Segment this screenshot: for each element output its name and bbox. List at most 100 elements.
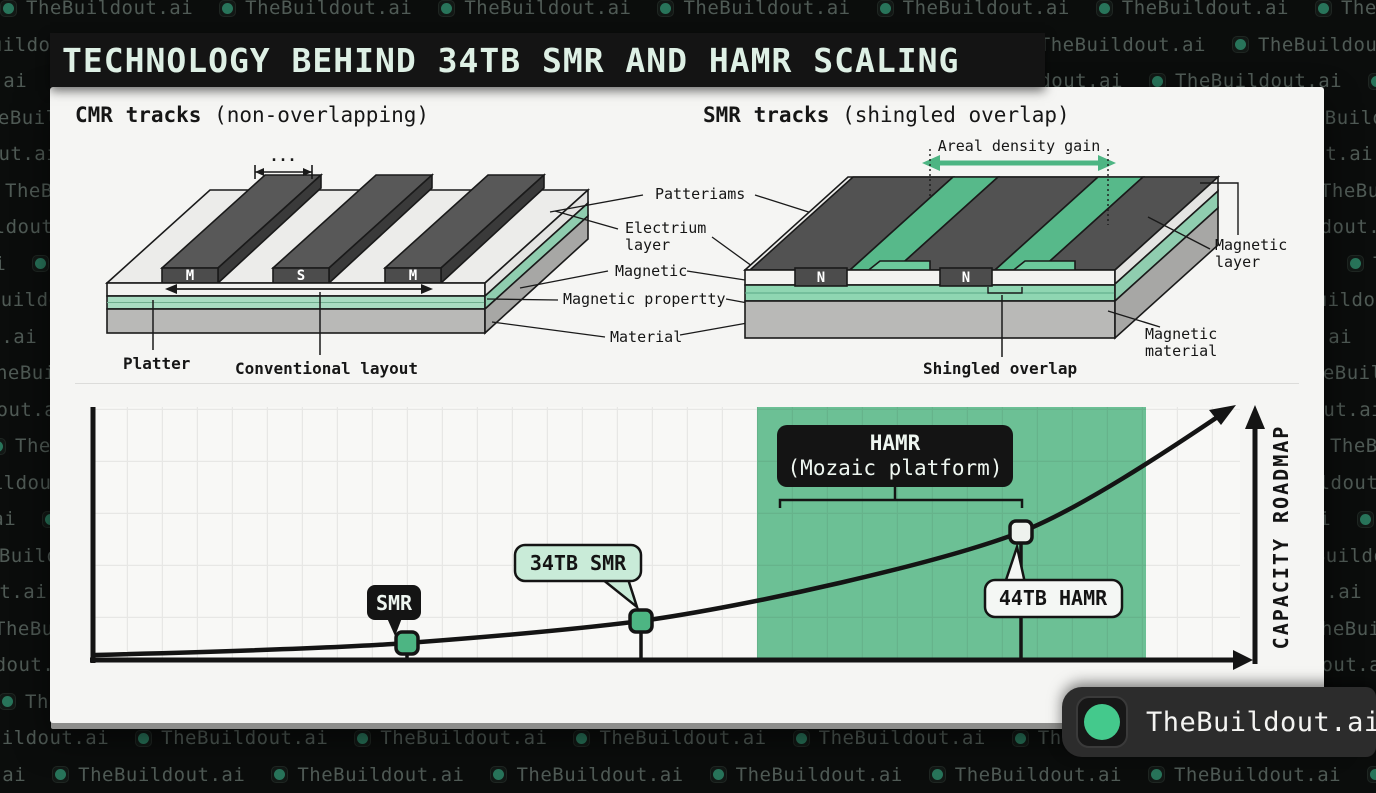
- watermark-text: TheBuildout.ai: [297, 764, 464, 786]
- watermark-item: TheBuildout.ai: [877, 0, 1070, 19]
- watermark-item: TheBuildout.ai: [52, 764, 245, 786]
- brand-dot-icon: [1368, 73, 1376, 90]
- magnetic-property-label: Magnetic propertty: [563, 290, 726, 308]
- watermark-text: TheBuildout.ai: [245, 0, 412, 19]
- brand-dot-icon: [1232, 36, 1249, 53]
- tracks-diagram: M S M ... Platter Conventional layout: [50, 87, 1324, 385]
- watermark-text: TheBuildout.ai: [0, 581, 47, 603]
- brand-dot-icon: [710, 766, 727, 783]
- brand-dot-icon: [929, 766, 946, 783]
- watermark-item: TheBuildout.ai: [1148, 764, 1341, 786]
- magnetic-label: Magnetic: [615, 262, 687, 280]
- watermark-text: TheBuildout.ai: [26, 0, 193, 19]
- patteriams-label: Patteriams: [655, 185, 745, 203]
- watermark-item: TheBuildout.ai: [0, 0, 193, 19]
- watermark-text: TheBuildout.ai: [516, 764, 683, 786]
- watermark-item: TheBuildout.ai: [573, 727, 766, 749]
- brand-dot-icon: [438, 0, 455, 17]
- watermark-text: TheBuildout.ai: [1320, 180, 1376, 202]
- brand-name: TheBuildout.ai: [1146, 707, 1376, 738]
- brand-dot-icon: [1367, 766, 1376, 783]
- watermark-item: TheBuildout.ai: [0, 508, 16, 530]
- brand-dot-icon: [1012, 730, 1029, 747]
- platter-label: Platter: [123, 354, 190, 373]
- watermark-item: TheBuildout.ai: [1368, 70, 1376, 92]
- brand-dot-icon: [877, 0, 894, 17]
- brand-dot-icon: [1357, 511, 1374, 528]
- watermark-item: TheBuildout.ai: [1357, 508, 1376, 530]
- brand-dot-icon: [1315, 0, 1332, 17]
- brand-dot-icon: [793, 730, 810, 747]
- brand-dot-icon: [573, 730, 590, 747]
- brand-dot-icon: [0, 693, 16, 710]
- smr-track-label: N: [962, 270, 970, 286]
- watermark-text: TheBuildout.ai: [1258, 34, 1376, 56]
- grid-lines: [93, 407, 1240, 660]
- electrium-label-line1: Electrium: [625, 219, 706, 237]
- watermark-item: TheBuildout.ai: [1096, 0, 1289, 19]
- electrium-label-line2: layer: [625, 236, 670, 254]
- watermark-item: TheBuildout.ai: [438, 0, 631, 19]
- brand-dot-icon: [32, 255, 49, 272]
- capacity-roadmap-arrow: [1245, 405, 1265, 664]
- milestone-marker-smr: [396, 632, 418, 654]
- brand-dot-icon: [0, 0, 17, 17]
- watermark-item: TheBuildout.ai: [1347, 253, 1376, 275]
- watermark-item: TheBuildout.ai: [354, 727, 547, 749]
- conventional-layout-label: Conventional layout: [235, 359, 418, 378]
- brand-dot-icon: [1096, 0, 1113, 17]
- watermark-item: TheBuildout.ai: [710, 764, 903, 786]
- watermark-text: TheBuildout.ai: [903, 0, 1070, 19]
- smr-callout-label: SMR: [376, 591, 413, 615]
- brand-logo-icon: [1076, 696, 1128, 748]
- watermark-item: TheBuildout.ai: [0, 764, 26, 786]
- watermark-text: TheBuildout.ai: [0, 727, 109, 749]
- areal-density-gain-label: Areal density gain: [938, 137, 1101, 155]
- brand-dot-icon: [52, 766, 69, 783]
- cmr-track-label: S: [297, 268, 305, 284]
- magnetic-layer-label-line2: layer: [1215, 253, 1260, 271]
- smr-layer-gray: [745, 301, 1115, 338]
- cmr-diagram: [107, 175, 588, 333]
- watermark-text: TheBuildout.ai: [599, 727, 766, 749]
- watermark-item: TheBuildout.ai: [657, 0, 850, 19]
- watermark-text: TheBuildout.ai: [683, 0, 850, 19]
- shingled-overlap-label: Shingled overlap: [923, 359, 1077, 378]
- main-card: CMR tracks (non-overlapping) SMR tracks …: [50, 87, 1324, 723]
- magnetic-layer-label-line1: Magnetic: [1215, 236, 1287, 254]
- milestone-marker-34tb: [630, 610, 652, 632]
- x-axis-arrowhead: [1233, 650, 1253, 670]
- watermark-text: TheBuildout.ai: [161, 727, 328, 749]
- watermark-text: TheBuildout.ai: [1174, 764, 1341, 786]
- cmr-dots-label: ...: [269, 147, 296, 165]
- material-label: Material: [610, 328, 682, 346]
- watermark-text: TheBuildout.ai: [955, 764, 1122, 786]
- watermark-item: TheBuildout.ai: [0, 253, 6, 275]
- watermark-text: TheBuildout.ai: [1341, 0, 1376, 19]
- watermark-item: TheBuildout.ai: [490, 764, 683, 786]
- brand-dot-icon: [657, 0, 674, 17]
- brand-dot-icon: [271, 766, 288, 783]
- milestone-marker-44tb: [1010, 521, 1032, 543]
- brand-dot-icon: [354, 730, 371, 747]
- watermark-text: TheBuildout.ai: [78, 764, 245, 786]
- brand-dot-icon: [0, 438, 6, 455]
- smr-diagram: [745, 177, 1218, 338]
- watermark-text: TheBuildout.ai: [380, 727, 547, 749]
- cmr-track-label: M: [409, 268, 417, 284]
- capacity-roadmap-chart: HAMR (Mozaic platform) SMR 34TB SMR 44TB…: [50, 387, 1324, 723]
- smr-track-label: N: [817, 270, 825, 286]
- watermark-text: TheBuildout.ai: [1039, 34, 1206, 56]
- brand-dot-icon: [1148, 766, 1165, 783]
- watermark-text: TheBuildout.ai: [0, 70, 27, 92]
- brand-dot-icon: [490, 766, 507, 783]
- watermark-item: TheBuildout.ai: [0, 70, 27, 92]
- watermark-row: TheBuildout.ai TheBuildout.ai TheBuildout.…: [0, 757, 1376, 793]
- watermark-item: TheBuildout.ai: [1367, 764, 1376, 786]
- watermark-text: TheBuildout.ai: [0, 326, 37, 348]
- watermark-text: TheBuildout.ai: [1330, 435, 1376, 457]
- watermark-text: TheBuildout.ai: [1122, 0, 1289, 19]
- watermark-item: TheBuildout.ai: [1315, 0, 1376, 19]
- watermark-text: TheBuildout.ai: [736, 764, 903, 786]
- hamr-box-line2: (Mozaic platform): [788, 456, 1003, 480]
